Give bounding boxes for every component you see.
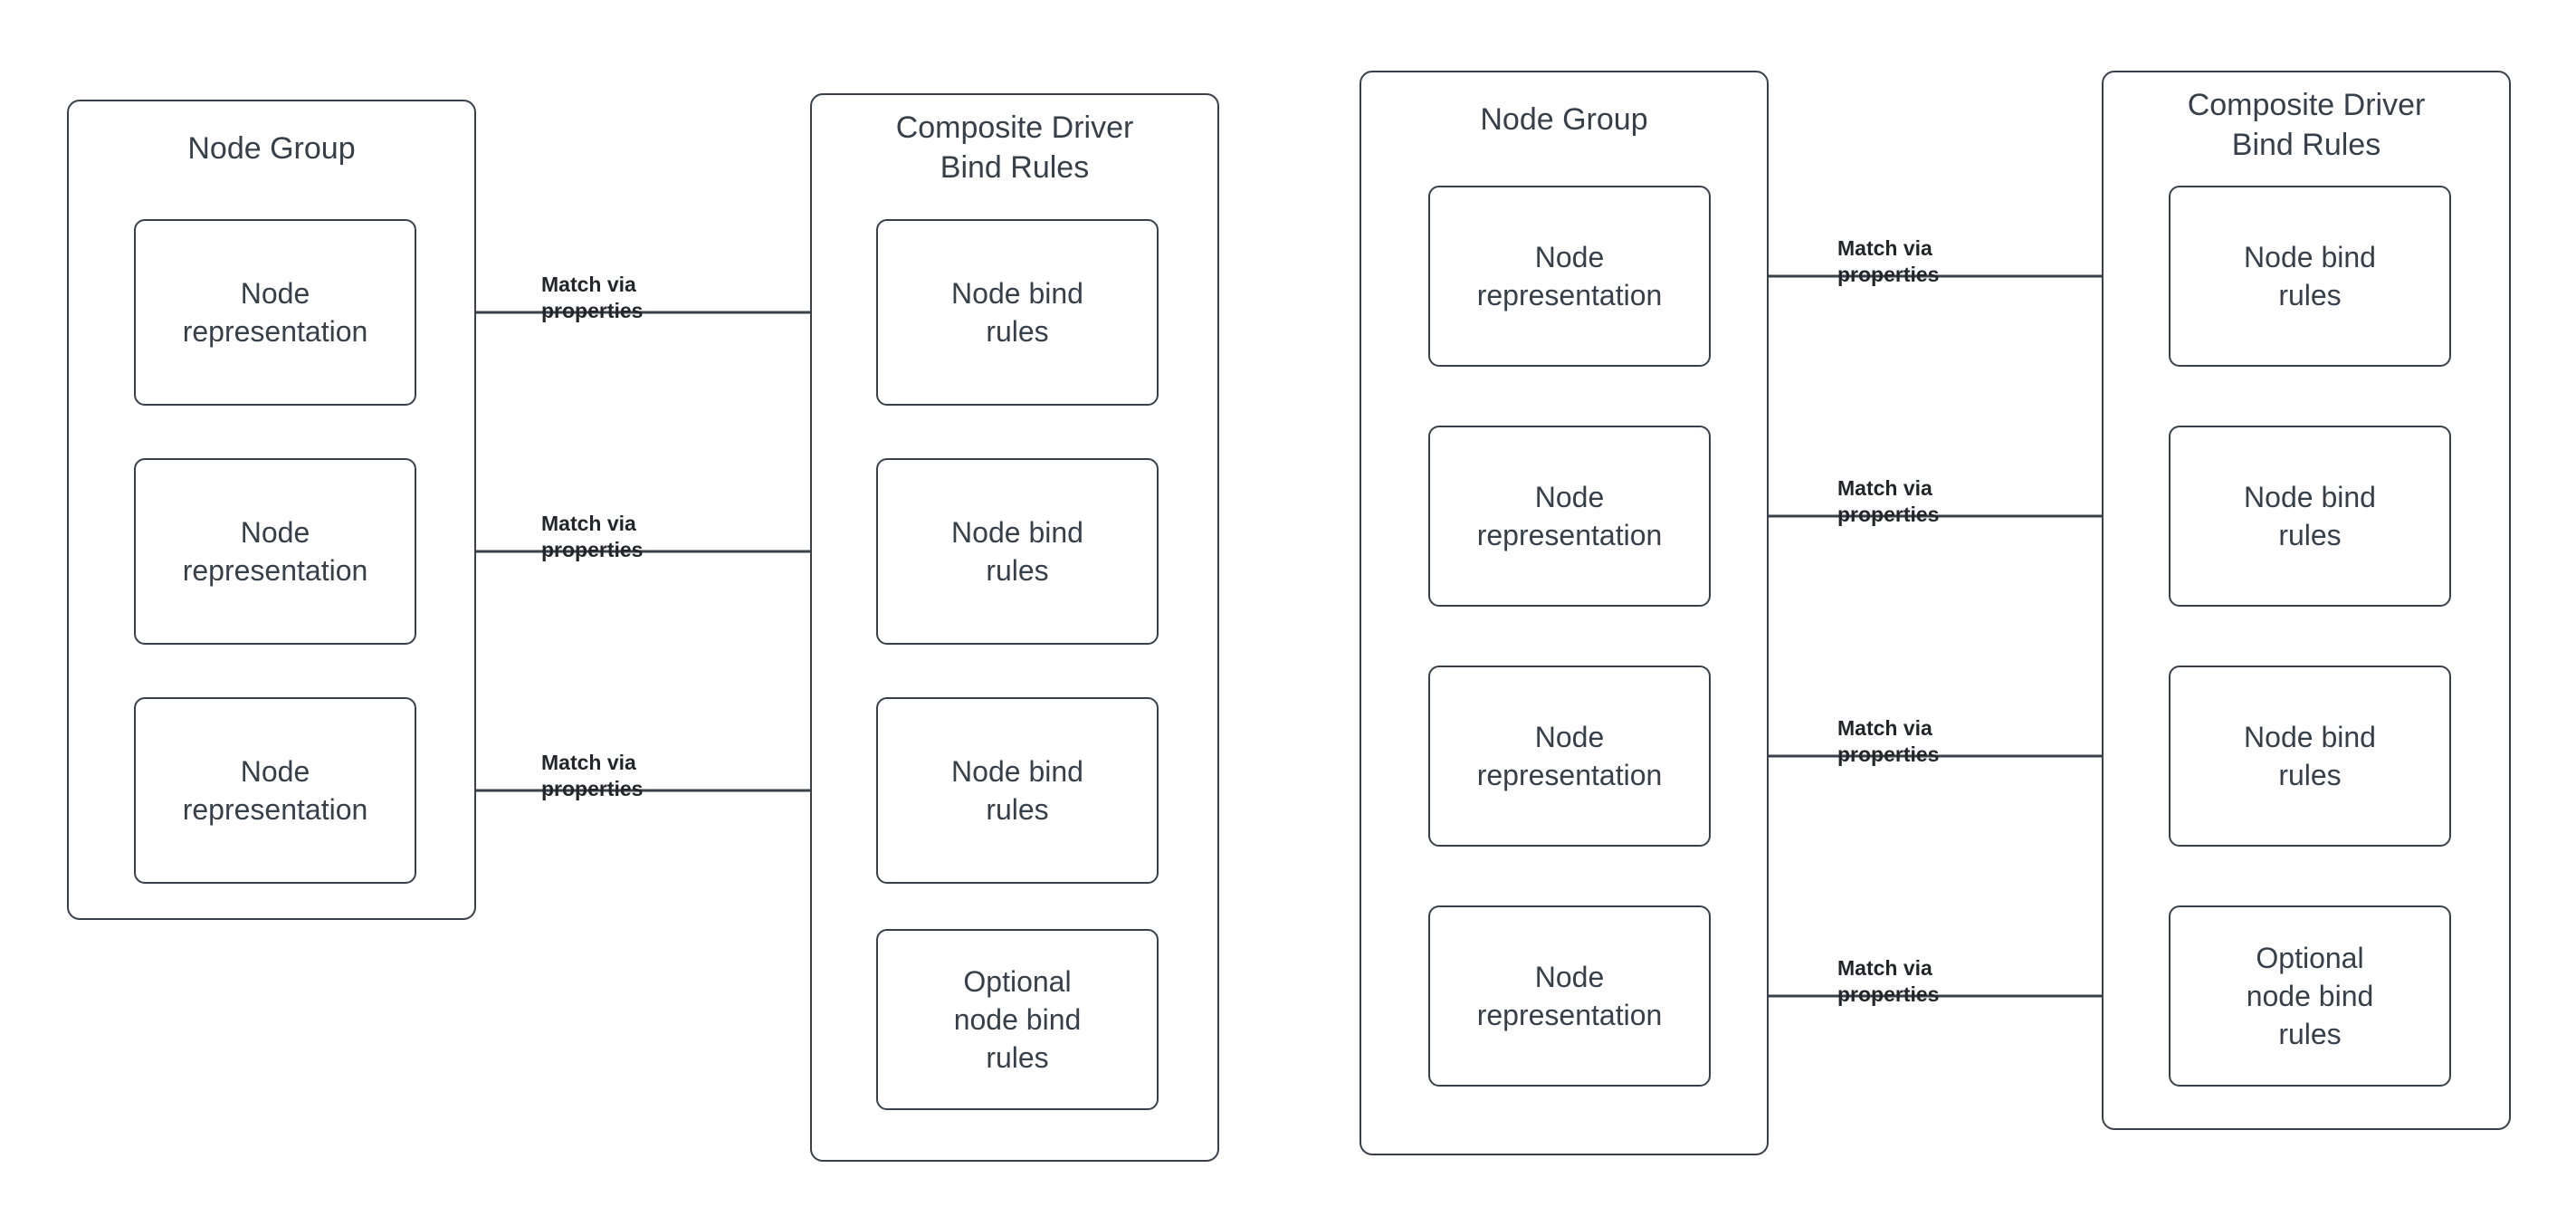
node-label: Node bind rules	[951, 755, 1083, 826]
node-label: Node bind rules	[951, 516, 1083, 587]
node-label: Node bind rules	[2244, 721, 2376, 791]
left-edge-label-3: Match via properties	[541, 751, 644, 800]
node-label: Node representation	[1476, 961, 1663, 1031]
right-edge-label-1: Match via properties	[1837, 236, 1940, 286]
node-label: Optional node bind rules	[2246, 942, 2374, 1050]
node-label: Optional node bind rules	[953, 965, 1082, 1074]
node-label: Node representation	[1476, 241, 1663, 311]
right-node-bind-rules-3[interactable]: Node bind rules	[2169, 666, 2451, 847]
node-label: Node representation	[1476, 481, 1663, 551]
node-label: Node bind rules	[2244, 241, 2376, 311]
left-optional-node-bind-rules[interactable]: Optional node bind rules	[876, 929, 1159, 1110]
right-edge-label-4: Match via properties	[1837, 956, 1940, 1006]
left-bind-rules-title: Composite Driver Bind Rules	[895, 110, 1134, 185]
node-label: Node representation	[1476, 721, 1663, 791]
left-node-bind-rules-3[interactable]: Node bind rules	[876, 697, 1159, 884]
left-node-bind-rules-1[interactable]: Node bind rules	[876, 219, 1159, 406]
node-label: Node representation	[182, 516, 368, 587]
left-edge-label-2: Match via properties	[541, 512, 644, 561]
left-edge-label-1: Match via properties	[541, 273, 644, 322]
right-node-representation-3[interactable]: Node representation	[1428, 666, 1711, 847]
right-edge-label-3: Match via properties	[1837, 716, 1940, 766]
right-node-group-title: Node Group	[1480, 102, 1648, 137]
right-node-representation-1[interactable]: Node representation	[1428, 186, 1711, 367]
node-label: Node bind rules	[951, 277, 1083, 348]
left-node-bind-rules-2[interactable]: Node bind rules	[876, 458, 1159, 645]
node-label: Node representation	[182, 277, 368, 348]
right-node-bind-rules-2[interactable]: Node bind rules	[2169, 426, 2451, 607]
right-optional-node-bind-rules[interactable]: Optional node bind rules	[2169, 905, 2451, 1087]
node-label: Node bind rules	[2244, 481, 2376, 551]
left-node-group-title: Node Group	[187, 131, 356, 166]
left-node-representation-3[interactable]: Node representation	[134, 697, 416, 884]
right-node-representation-2[interactable]: Node representation	[1428, 426, 1711, 607]
node-label: Node representation	[182, 755, 368, 826]
left-node-representation-2[interactable]: Node representation	[134, 458, 416, 645]
right-bind-rules-title: Composite Driver Bind Rules	[2187, 88, 2426, 162]
left-node-representation-1[interactable]: Node representation	[134, 219, 416, 406]
right-node-bind-rules-1[interactable]: Node bind rules	[2169, 186, 2451, 367]
right-edge-label-2: Match via properties	[1837, 476, 1940, 526]
right-node-representation-4[interactable]: Node representation	[1428, 905, 1711, 1087]
